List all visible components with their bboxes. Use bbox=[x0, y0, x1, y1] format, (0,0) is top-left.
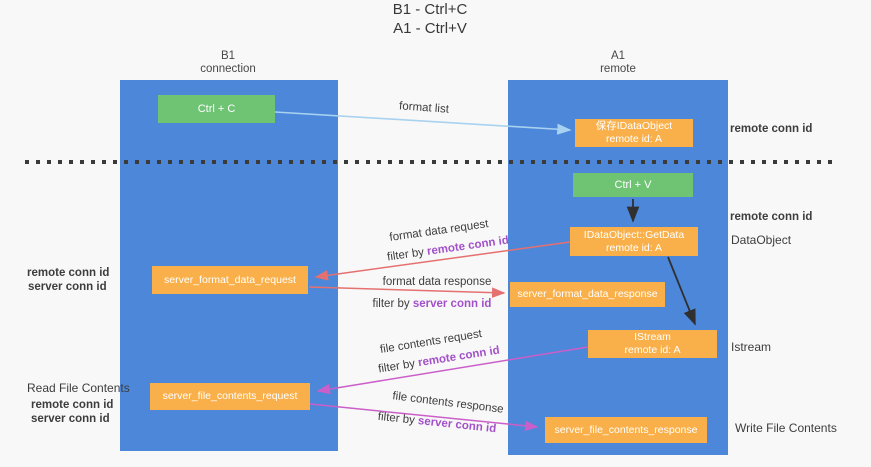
box-file-response-label: server_file_contents_response bbox=[554, 423, 698, 436]
box-getdata-line2: remote id: A bbox=[605, 241, 663, 254]
lifeline-b1-header: B1 connection bbox=[128, 50, 328, 76]
label-filter-by-server-2: filter by server conn id bbox=[377, 411, 497, 435]
box-server-file-contents-response: server_file_contents_response bbox=[545, 417, 707, 443]
title-line-2: A1 - Ctrl+V bbox=[393, 20, 467, 37]
box-ctrl-c-label: Ctrl + C bbox=[197, 102, 236, 115]
box-istream-line2: remote id: A bbox=[624, 344, 681, 356]
box-istream-line1: IStream bbox=[634, 331, 671, 343]
side-label-read-file-contents: Read File Contents bbox=[27, 381, 130, 395]
side-label-left-server-conn-id-1: server conn id bbox=[28, 281, 107, 293]
box-save-idataobject-line1: 保存IDataObject bbox=[595, 120, 673, 132]
server-conn-id-text: server conn id bbox=[412, 298, 492, 310]
lifeline-b1-name: B1 bbox=[220, 50, 236, 62]
box-file-request-label: server_file_contents_request bbox=[162, 390, 298, 402]
diagram-title: B1 - Ctrl+C A1 - Ctrl+V bbox=[0, 0, 860, 38]
label-file-contents-response: file contents response bbox=[391, 390, 505, 416]
box-save-idataobject: 保存IDataObject remote id: A bbox=[575, 119, 693, 147]
label-filter-by-server-1: filter by server conn id bbox=[373, 298, 492, 310]
server-conn-id-text: server conn id bbox=[417, 415, 497, 436]
box-format-request-label: server_format_data_request bbox=[164, 273, 296, 286]
box-server-format-data-response: server_format_data_response bbox=[510, 282, 665, 307]
lifeline-a1-header: A1 remote bbox=[518, 50, 718, 76]
lifeline-b1-subtitle: connection bbox=[200, 63, 256, 75]
side-label-left-server-conn-id-2: server conn id bbox=[31, 413, 110, 425]
box-istream: IStream remote id: A bbox=[588, 330, 717, 358]
remote-conn-id-text: remote conn id bbox=[426, 234, 510, 258]
box-idataobject-getdata: IDataObject::GetData remote id: A bbox=[570, 227, 698, 256]
box-format-response-label: server_format_data_response bbox=[517, 288, 658, 300]
side-label-dataobject: DataObject bbox=[731, 233, 792, 247]
title-line-1: B1 - Ctrl+C bbox=[392, 1, 468, 18]
filter-by-text: filter by bbox=[386, 246, 425, 264]
box-save-idataobject-line2: remote id: A bbox=[605, 133, 663, 145]
box-ctrl-c: Ctrl + C bbox=[158, 95, 275, 123]
box-ctrl-v-label: Ctrl + V bbox=[614, 178, 652, 191]
lifeline-a1-name: A1 bbox=[610, 50, 626, 62]
box-server-format-data-request: server_format_data_request bbox=[152, 266, 308, 294]
side-label-remote-conn-id-top: remote conn id bbox=[730, 123, 813, 135]
box-ctrl-v: Ctrl + V bbox=[573, 173, 693, 197]
side-label-left-remote-conn-id-2: remote conn id bbox=[31, 399, 114, 411]
side-label-remote-conn-id-mid: remote conn id bbox=[730, 211, 813, 223]
side-label-istream: Istream bbox=[731, 340, 772, 354]
label-format-list: format list bbox=[398, 100, 450, 116]
filter-by-text: filter by bbox=[377, 410, 416, 427]
box-server-file-contents-request: server_file_contents_request bbox=[150, 383, 310, 410]
filter-by-text: filter by bbox=[377, 357, 416, 376]
side-label-left-remote-conn-id-1: remote conn id bbox=[27, 267, 110, 279]
box-getdata-line1: IDataObject::GetData bbox=[583, 228, 685, 241]
filter-by-text: filter by bbox=[372, 298, 410, 310]
label-format-data-response: format data response bbox=[382, 276, 492, 288]
side-label-write-file-contents: Write File Contents bbox=[735, 421, 837, 435]
lifeline-a1-subtitle: remote bbox=[600, 63, 636, 75]
